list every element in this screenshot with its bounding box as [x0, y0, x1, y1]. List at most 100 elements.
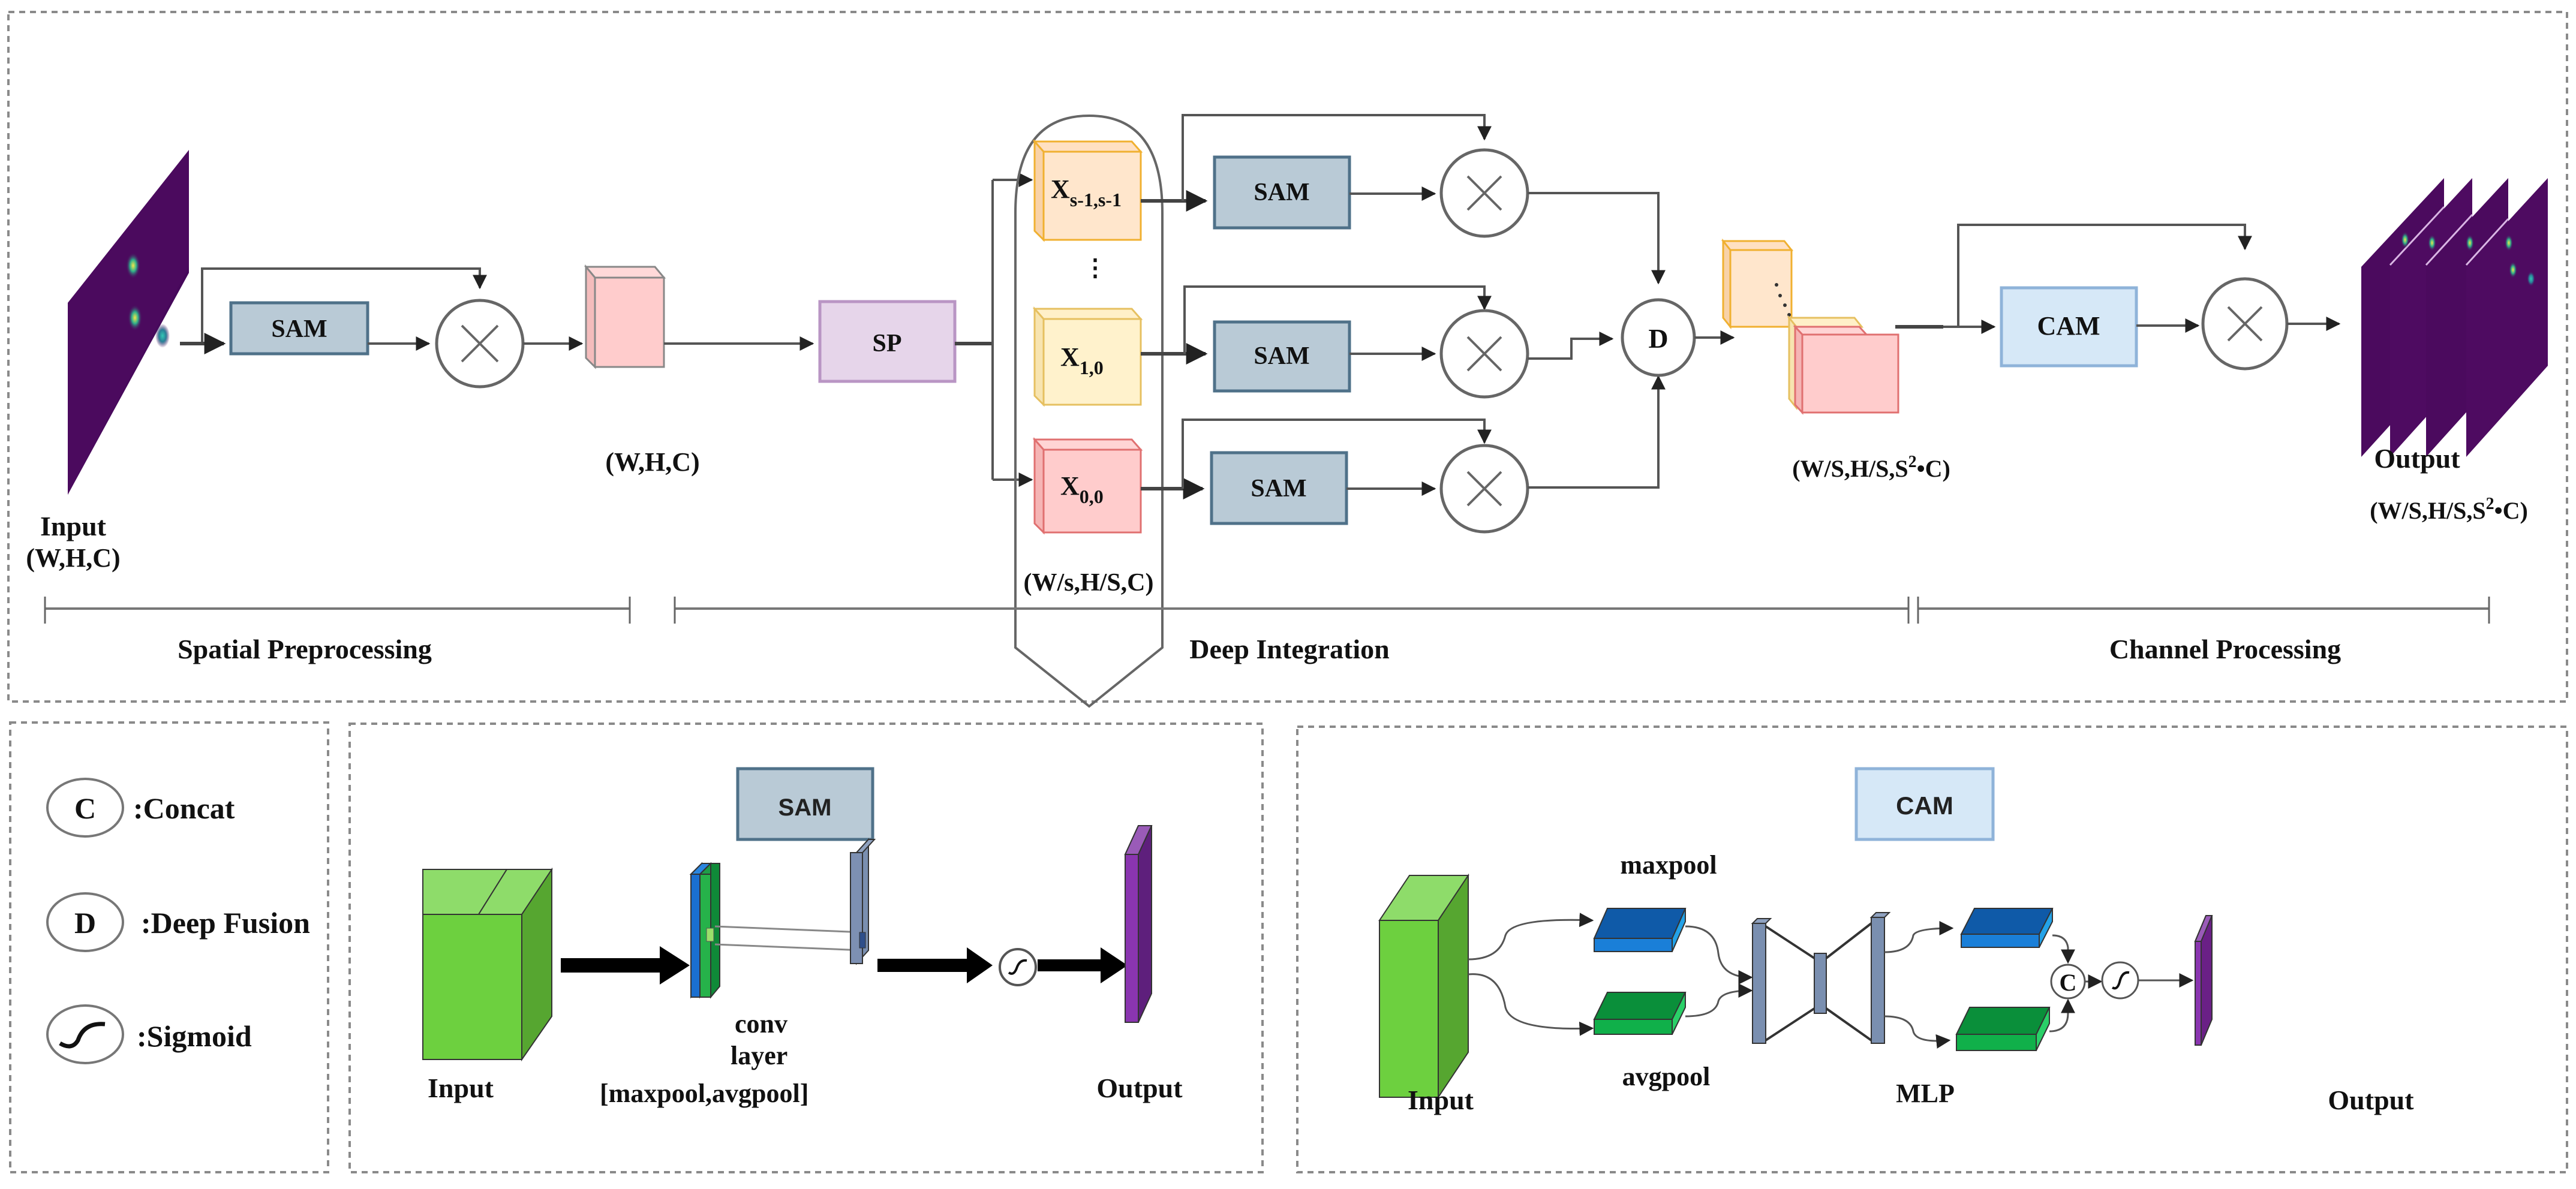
output-label: Output [2374, 443, 2460, 474]
section-label-deep: Deep Integration [1189, 634, 1389, 664]
svg-text:X0,0: X0,0 [1060, 471, 1104, 507]
multiply-node-channel [2201, 277, 2289, 371]
sam-block-stage1-label: SAM [271, 315, 327, 343]
split-block-x10: X1,0 [1032, 306, 1143, 407]
cam-curve-mlp-to-max [1884, 921, 1954, 953]
cam-curve-to-avgpool [1468, 973, 1594, 1036]
sam-output-label: Output [1096, 1073, 1183, 1103]
svg-text:D: D [74, 906, 96, 940]
svg-text:Xs-1,s-1: Xs-1,s-1 [1051, 174, 1122, 210]
arrow-mult1-to-fusion [1528, 192, 1666, 285]
cam-block-label: CAM [2037, 311, 2100, 341]
sam-arrowhead-2 [967, 947, 993, 983]
legend-item-concat: C :Concat [46, 778, 235, 838]
section-label-channel: Channel Processing [2109, 634, 2341, 664]
sam-block-branch3 [1210, 451, 1348, 525]
input-feature-map [68, 150, 189, 495]
sam-conv-output-map [850, 838, 876, 965]
svg-text::Sigmoid: :Sigmoid [137, 1019, 252, 1053]
svg-text:D: D [1648, 323, 1668, 354]
section-label-spatial: Spatial Preprocessing [178, 634, 432, 664]
sam-sigmoid-node [999, 948, 1037, 986]
sam-branch3-label: SAM [1251, 475, 1306, 502]
sam-branch1-label: SAM [1254, 179, 1309, 206]
concat-symbol-icon [46, 778, 124, 838]
split-dims-label: (W/s,H/S,C) [1023, 569, 1153, 597]
sam-block-stage1 [229, 301, 369, 356]
skip-branch3 [1182, 419, 1492, 489]
section-bracket-channel [1917, 597, 2490, 624]
split-block-x00: X0,0 [1032, 437, 1143, 535]
cam-curve-to-concat-top [2052, 934, 2075, 964]
feature-cube-whc [584, 264, 666, 369]
cam-curve-maxpool-to-mlp [1685, 925, 1753, 985]
sam-detail-title: SAM [778, 794, 832, 821]
cam-max-result-slab [1960, 908, 2054, 948]
conv-kernel-lines [714, 925, 864, 952]
cam-curve-to-concat-bottom [2049, 998, 2075, 1033]
cam-detail-frame [1296, 726, 2568, 1173]
multiply-node-branch1 [1439, 148, 1529, 238]
main-pipeline-frame [7, 11, 2568, 703]
sp-block-label: SP [872, 330, 901, 357]
legend-frame [9, 721, 329, 1173]
output-dims: (W/S,H/S,S2•C) [2370, 495, 2528, 524]
cam-avg-result-slab [1955, 1007, 2051, 1051]
cube-dims-label: (W,H,C) [605, 447, 699, 477]
split-group-outline [1014, 114, 1164, 708]
sam-pooled-maps [689, 862, 720, 999]
cam-detail-title-box [1854, 767, 1995, 841]
arrow-mult3-to-fusion [1528, 375, 1666, 489]
sam-pool-label: [maxpool,avgpool] [600, 1079, 808, 1108]
output-feature-maps [2361, 178, 2548, 457]
arrow-mult2-to-fusion [1528, 332, 1614, 360]
input-label: Input [40, 511, 107, 541]
sam-detail-title-box [736, 767, 874, 841]
svg-text:C: C [2060, 969, 2077, 996]
cam-detail-title: CAM [1896, 791, 1953, 820]
deep-fusion-symbol-icon [46, 892, 124, 952]
cam-maxpool-label: maxpool [1620, 850, 1717, 880]
skip-branch1 [1182, 114, 1492, 201]
cam-avgpool-label: avgpool [1622, 1062, 1711, 1091]
concat-dims-label: (W/S,H/S,S2•C) [1792, 453, 1950, 482]
deep-fusion-node: D [1621, 298, 1696, 377]
legend-item-deep-fusion: D :Deep Fusion [46, 892, 310, 952]
sp-block [818, 300, 957, 383]
sigmoid-icon [59, 1022, 106, 1049]
sam-arrowhead-1 [660, 946, 690, 985]
multiply-node-stage1 [435, 299, 525, 389]
svg-text::Concat: :Concat [133, 791, 235, 825]
cam-avgpool-slab [1593, 992, 1687, 1035]
cam-mlp [1751, 912, 1891, 1044]
cam-block [2000, 286, 2138, 368]
sam-block-branch2 [1213, 320, 1351, 393]
svg-text:C: C [74, 791, 96, 825]
legend-item-sigmoid: :Sigmoid [46, 1004, 252, 1064]
sam-conv-label-1: conv [735, 1009, 787, 1039]
cam-output-map [2194, 915, 2213, 1046]
cam-curve-mlp-to-avg [1884, 1015, 1951, 1049]
cam-sigmoid-node [2101, 961, 2139, 1000]
sam-block-branch1 [1213, 155, 1351, 230]
cam-input-label: Input [1408, 1085, 1474, 1115]
sam-output-map [1124, 825, 1153, 1023]
cam-mlp-label: MLP [1896, 1079, 1955, 1108]
sam-input-cube [422, 867, 553, 1062]
svg-text::Deep Fusion: :Deep Fusion [141, 906, 310, 940]
split-ellipsis: ⋮ [1083, 254, 1107, 281]
cam-maxpool-slab [1593, 908, 1687, 952]
cam-concat-node: C [2050, 964, 2086, 1000]
cam-output-label: Output [2328, 1085, 2414, 1115]
skip-branch2 [1183, 285, 1492, 354]
skip-channel [1957, 224, 2252, 327]
cam-curve-to-maxpool [1468, 913, 1594, 961]
sigmoid-icon [1008, 959, 1027, 975]
multiply-node-branch3 [1439, 444, 1529, 534]
sam-detail-frame [348, 723, 1264, 1173]
section-bracket-deep [674, 597, 1910, 624]
sam-branch2-label: SAM [1254, 342, 1309, 370]
sam-conv-label-2: layer [731, 1041, 787, 1070]
sam-arrowhead-3 [1101, 947, 1128, 983]
